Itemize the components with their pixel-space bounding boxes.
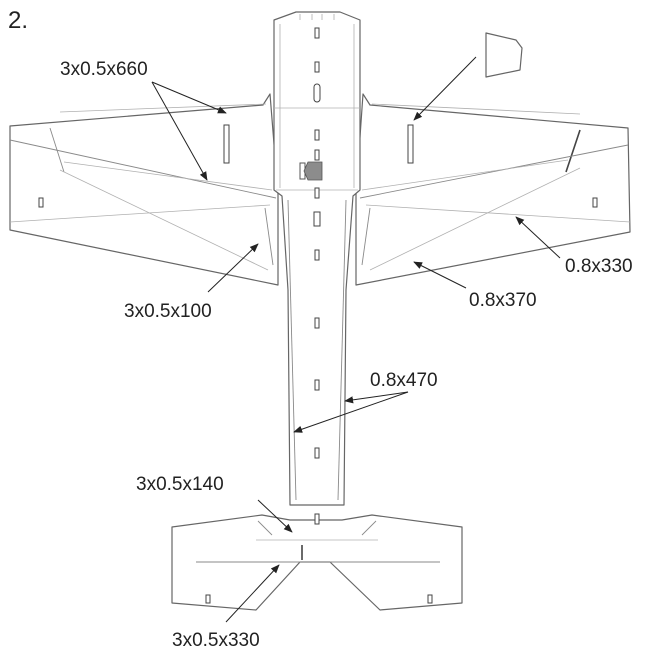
right-wing-diagonal bbox=[369, 167, 581, 271]
fuselage-slot-1 bbox=[314, 27, 320, 39]
right-wing-slot bbox=[407, 124, 414, 164]
callout-tail-spar-330: 3x0.5x330 bbox=[172, 630, 260, 651]
right-wing-seam bbox=[359, 144, 629, 199]
callout-wing-rod-330: 0.8x330 bbox=[565, 256, 633, 277]
left-wing-rib-line bbox=[63, 161, 273, 191]
fuselage-rod-channel-left bbox=[287, 199, 297, 501]
fuselage-slot-11 bbox=[314, 513, 320, 525]
tail-left-tab bbox=[205, 594, 211, 604]
right-wing-rib-line bbox=[361, 159, 569, 191]
right-wing-tab bbox=[592, 197, 598, 208]
leader-470-b bbox=[293, 391, 409, 433]
tail-right-tab bbox=[427, 594, 433, 604]
left-wing-diagonal bbox=[59, 169, 269, 271]
leader-330 bbox=[515, 216, 561, 259]
servo-icon bbox=[303, 161, 323, 181]
right-aileron-cut bbox=[361, 207, 371, 266]
fuselage-slot-10 bbox=[314, 447, 320, 459]
fuselage-slot-9 bbox=[314, 379, 320, 391]
fuselage-slot-6 bbox=[313, 211, 321, 227]
left-wing-rear-line bbox=[9, 204, 271, 223]
leader-140 bbox=[257, 499, 293, 533]
left-wing-slot bbox=[223, 124, 230, 164]
right-aileron-hinge-outer bbox=[565, 129, 581, 173]
fuselage-slot-2 bbox=[314, 61, 320, 73]
right-wing-rear-line bbox=[365, 204, 631, 223]
leader-tail-330 bbox=[225, 564, 280, 623]
callout-tail-spar-140: 3x0.5x140 bbox=[136, 474, 224, 495]
fuselage-rod-channel-right bbox=[337, 199, 347, 501]
callout-wing-rod-370: 0.8x370 bbox=[469, 290, 537, 311]
callout-wing-root-100: 3x0.5x100 bbox=[124, 301, 212, 322]
left-wing bbox=[9, 93, 279, 286]
leader-370 bbox=[413, 261, 467, 289]
step-label: 2. bbox=[8, 7, 28, 34]
nose-notches bbox=[299, 14, 335, 20]
callout-wing-spar-660: 3x0.5x660 bbox=[60, 59, 148, 80]
fuselage-slot-5 bbox=[314, 187, 320, 199]
left-spar-groove bbox=[59, 103, 267, 113]
fuselage-slot-7 bbox=[314, 249, 320, 261]
leader-660-b bbox=[151, 81, 208, 181]
leader-660-a bbox=[151, 81, 227, 114]
fuselage-slot-8 bbox=[314, 317, 320, 329]
horizontal-stabilizer bbox=[171, 514, 463, 611]
canopy-part bbox=[485, 32, 523, 78]
fuselage-slot-4 bbox=[314, 149, 320, 161]
fuselage-slot-3 bbox=[314, 129, 320, 141]
callout-fuselage-rod-470: 0.8x470 bbox=[370, 370, 438, 391]
right-spar-groove bbox=[371, 103, 581, 115]
left-wing-seam bbox=[9, 139, 277, 199]
tail-left-cut bbox=[257, 520, 273, 536]
leader-canopy bbox=[413, 56, 477, 121]
leader-100 bbox=[207, 243, 259, 293]
leader-470-a bbox=[344, 391, 409, 404]
tail-right-cut bbox=[361, 520, 377, 536]
left-aileron-cut bbox=[264, 207, 274, 266]
fuselage-slot-oval bbox=[313, 83, 321, 103]
left-wing-tab bbox=[38, 197, 44, 208]
